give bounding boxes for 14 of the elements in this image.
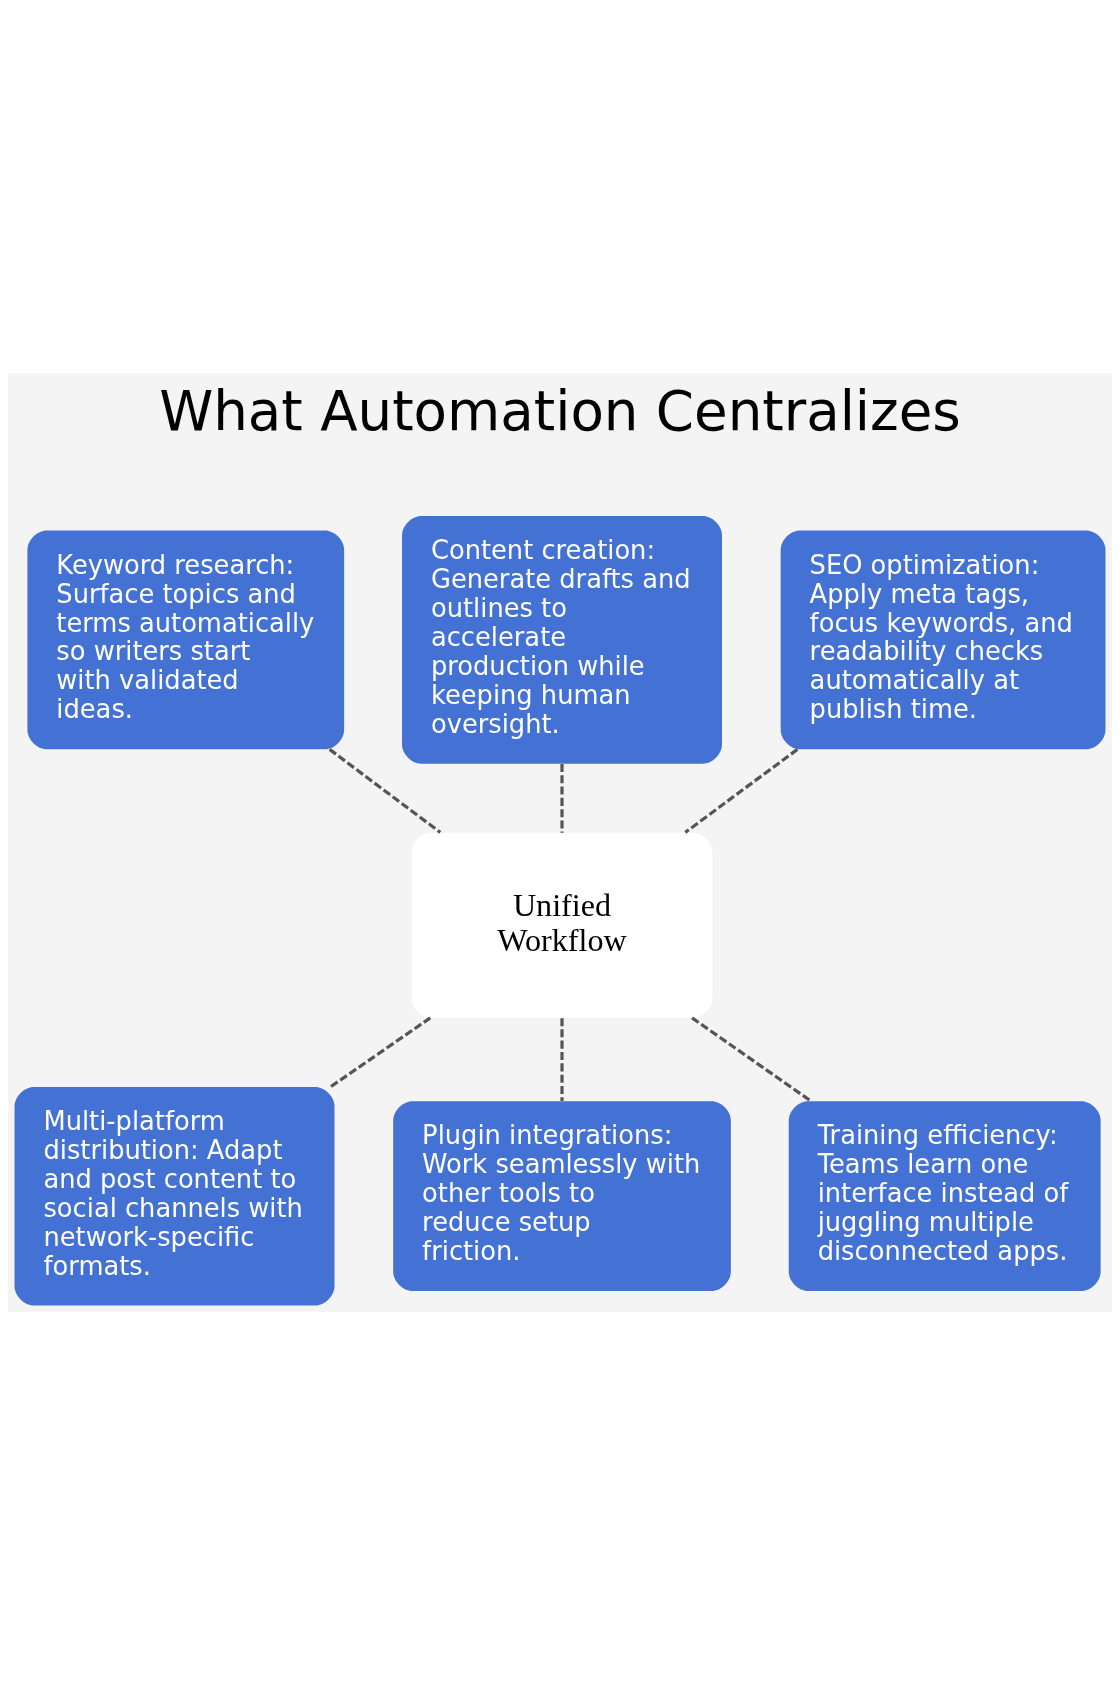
connector — [560, 1017, 564, 1101]
node-box: Training efficiency: Teams learn one interface instead of juggling multiple disconnected apps. — [788, 1100, 1101, 1291]
node-box: Content creation: Generate drafts and outlines to accelerate production while keeping human oversight. — [402, 515, 722, 764]
connector — [329, 1016, 432, 1088]
node-box: SEO optimization: Apply meta tags, focus keywords, and readability checks automatically at publish time. — [780, 530, 1106, 749]
node-box: Unified Workflow — [411, 832, 713, 1018]
node-box: Plugin integrations: Work seamlessly with other tools to reduce setup friction. — [393, 1100, 731, 1291]
connector — [684, 747, 799, 834]
node-box: Multi-platform distribution: Adapt and post content to social channels with network-specific formats. — [14, 1086, 335, 1306]
node-box: Keyword research: Surface topics and terms automatically so writers start with validated ideas. — [27, 530, 345, 749]
diagram-title: What Automation Centralizes — [159, 378, 961, 443]
connector — [691, 1016, 812, 1102]
connector — [328, 747, 442, 834]
connector — [560, 763, 564, 833]
